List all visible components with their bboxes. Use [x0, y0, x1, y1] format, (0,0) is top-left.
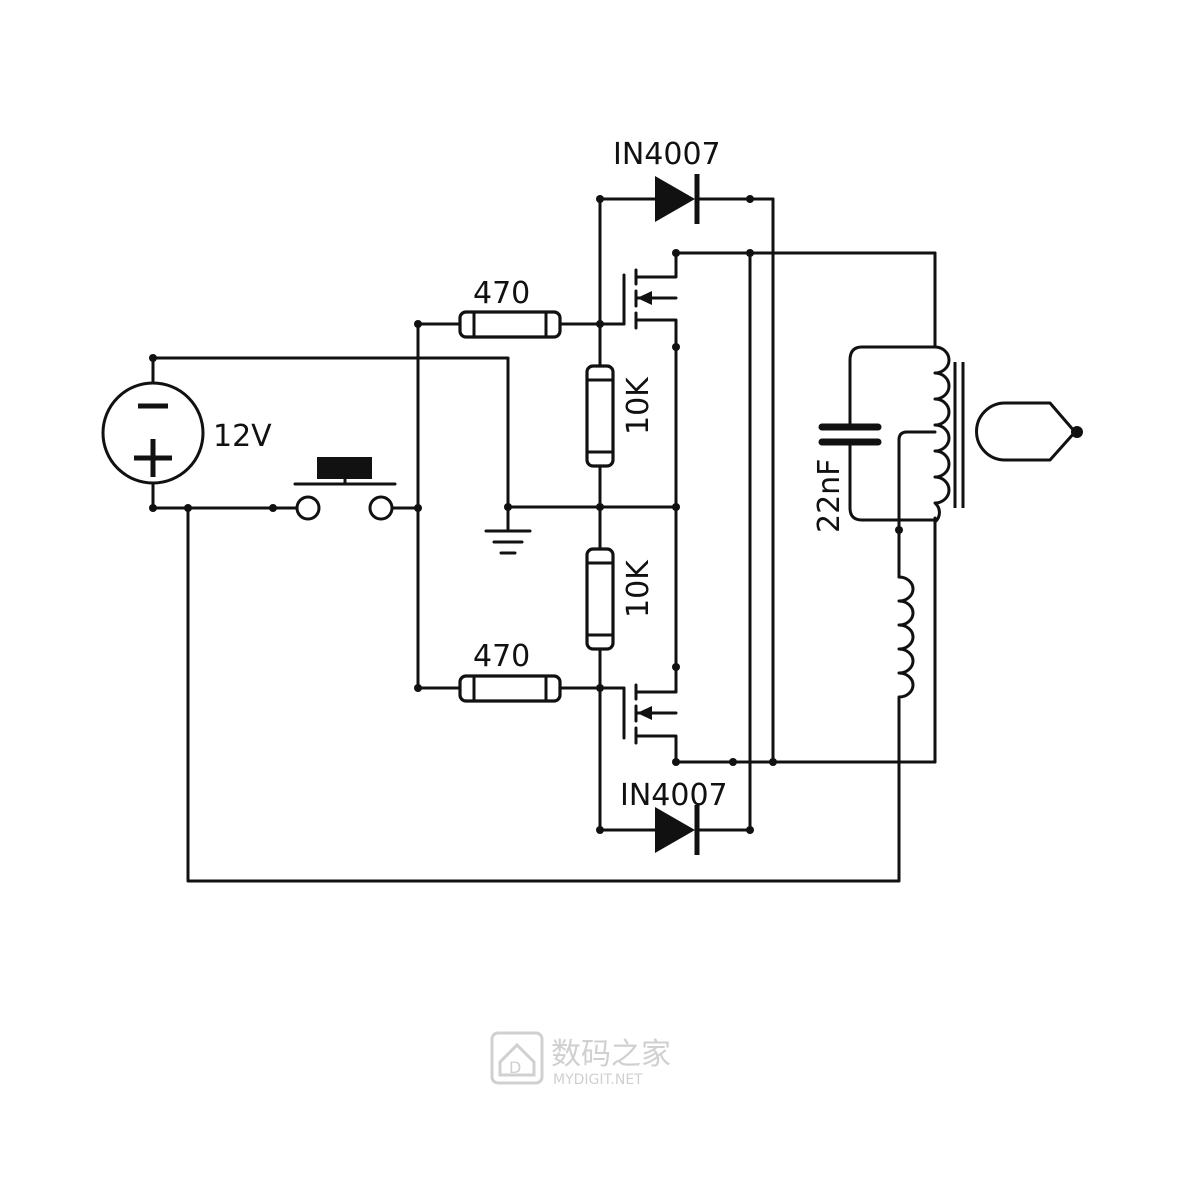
resistor-10k-bottom-label: 10K: [621, 559, 656, 618]
watermark-en: MYDIGIT.NET: [553, 1072, 643, 1088]
resistor-10k-top: [585, 364, 615, 468]
mosfet-bottom: [598, 505, 678, 764]
watermark-logo: D: [490, 1031, 544, 1085]
wire-supply-top: [151, 356, 510, 509]
battery-label: 12V: [213, 419, 272, 454]
ground-symbol: [484, 505, 532, 555]
battery-12v: [101, 356, 205, 510]
diode-top-label: IN4007: [613, 137, 721, 172]
resistor-470-bottom: [416, 674, 602, 703]
watermark-cn: 数码之家: [551, 1037, 671, 1072]
resistor-10k-bottom: [585, 547, 615, 651]
svg-text:D: D: [509, 1058, 521, 1077]
resistor-470-top-label: 470: [473, 276, 530, 311]
resistor-470-top: [416, 310, 602, 339]
wire-center-tap: [897, 430, 937, 579]
junction-dots: [149, 195, 903, 834]
diode-bottom: [598, 805, 752, 855]
wire-return: [186, 506, 901, 883]
push-button-switch: [271, 457, 420, 521]
hv-output-terminal: [975, 401, 1083, 462]
capacitor-22nf: [818, 345, 937, 522]
capacitor-label: 22nF: [812, 459, 847, 533]
inductor-choke: [897, 575, 915, 702]
diode-top: [598, 174, 775, 224]
resistor-10k-top-label: 10K: [621, 376, 656, 435]
diode-bottom-label: IN4007: [620, 778, 728, 813]
transformer-primary-coil: [933, 345, 951, 524]
resistor-470-bottom-label: 470: [473, 639, 530, 674]
